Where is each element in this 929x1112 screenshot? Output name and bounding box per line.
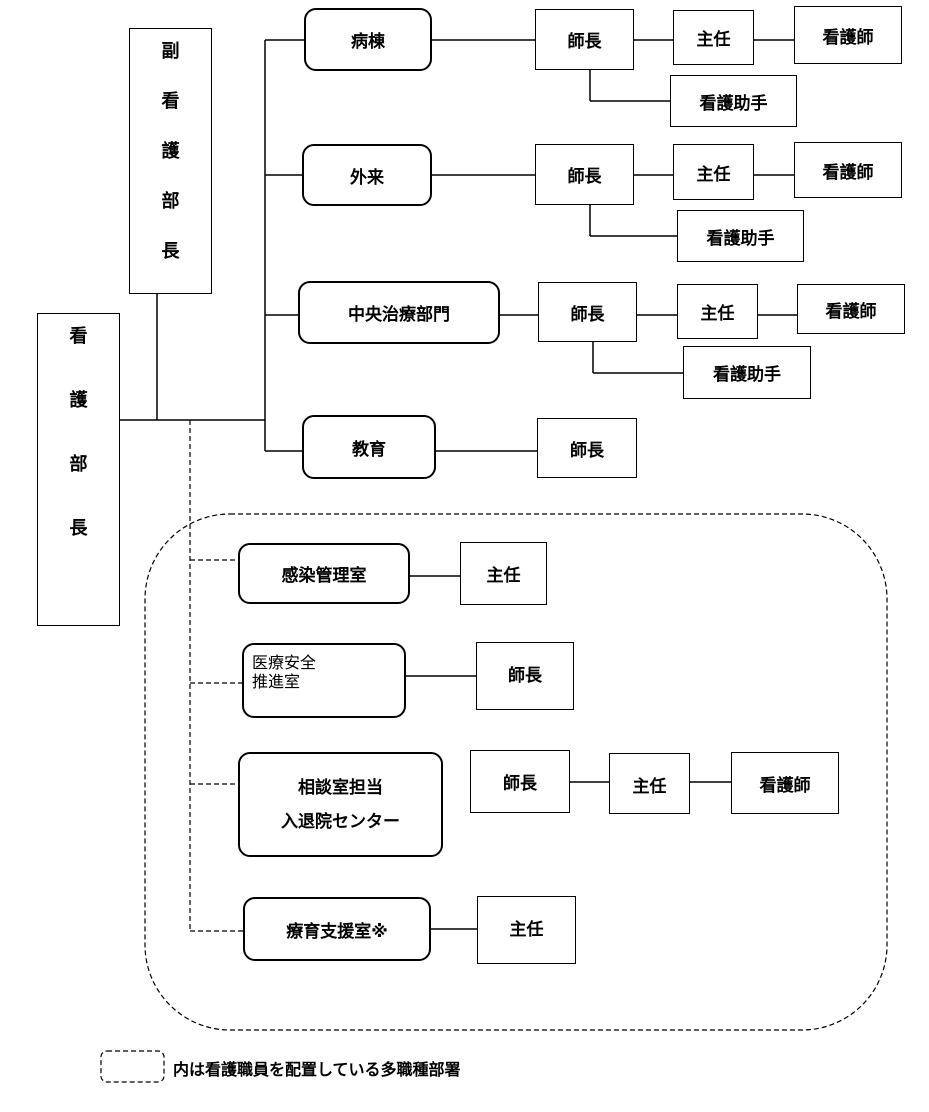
consultation-chief: 主任 (609, 753, 690, 814)
deputy-char: 長 (161, 241, 180, 262)
nursing-director-box: 看 護 部 長 (37, 313, 120, 626)
medical-safety-line-1: 医療安全 (252, 653, 317, 672)
deputy-char: 部 (161, 191, 180, 212)
central-nurse: 看護師 (797, 284, 905, 334)
developmental-support-chief: 主任 (477, 896, 576, 964)
developmental-support-office: 療育支援室※ (243, 897, 431, 961)
consultation-line-1: 相談室担当 (298, 777, 383, 798)
head-char: 長 (69, 518, 88, 539)
medical-safety-office: 医療安全 推進室 (242, 643, 406, 718)
deputy-char: 副 (161, 41, 180, 62)
central-head-nurse: 師長 (538, 282, 637, 342)
ward-head-nurse: 師長 (535, 9, 634, 70)
head-char: 部 (69, 454, 88, 475)
outpatient-nurse: 看護師 (794, 142, 902, 198)
outpatient-chief: 主任 (673, 144, 754, 200)
ward-chief: 主任 (673, 10, 754, 65)
medical-safety-head-nurse: 師長 (476, 642, 574, 710)
ward-nursing-aide: 看護助手 (670, 75, 797, 127)
consultation-nurse: 看護師 (731, 752, 839, 814)
infection-control-chief: 主任 (460, 542, 547, 605)
deputy-char: 看 (161, 91, 180, 112)
department-outpatient: 外来 (302, 144, 432, 206)
education-head-nurse: 師長 (537, 418, 637, 478)
deputy-char: 護 (161, 141, 180, 162)
department-ward: 病棟 (304, 8, 432, 71)
head-char: 看 (69, 326, 88, 347)
head-char: 護 (69, 390, 88, 411)
medical-safety-line-2: 推進室 (252, 672, 301, 692)
outpatient-nursing-aide: 看護助手 (677, 210, 804, 262)
consultation-head-nurse: 師長 (470, 750, 570, 813)
ward-nurse: 看護師 (794, 6, 902, 64)
central-nursing-aide: 看護助手 (683, 346, 811, 399)
department-central-treatment: 中央治療部門 (298, 281, 500, 344)
consultation-line-2: 入退院センター (281, 811, 400, 832)
legend-text: 内は看護職員を配置している多職種部署 (173, 1060, 461, 1079)
central-chief: 主任 (677, 284, 758, 339)
outpatient-head-nurse: 師長 (535, 144, 634, 205)
consultation-admission-center: 相談室担当 入退院センター (238, 752, 443, 857)
department-education: 教育 (302, 415, 436, 479)
infection-control-office: 感染管理室 (238, 543, 410, 604)
deputy-director-box: 副 看 護 部 長 (129, 28, 212, 294)
